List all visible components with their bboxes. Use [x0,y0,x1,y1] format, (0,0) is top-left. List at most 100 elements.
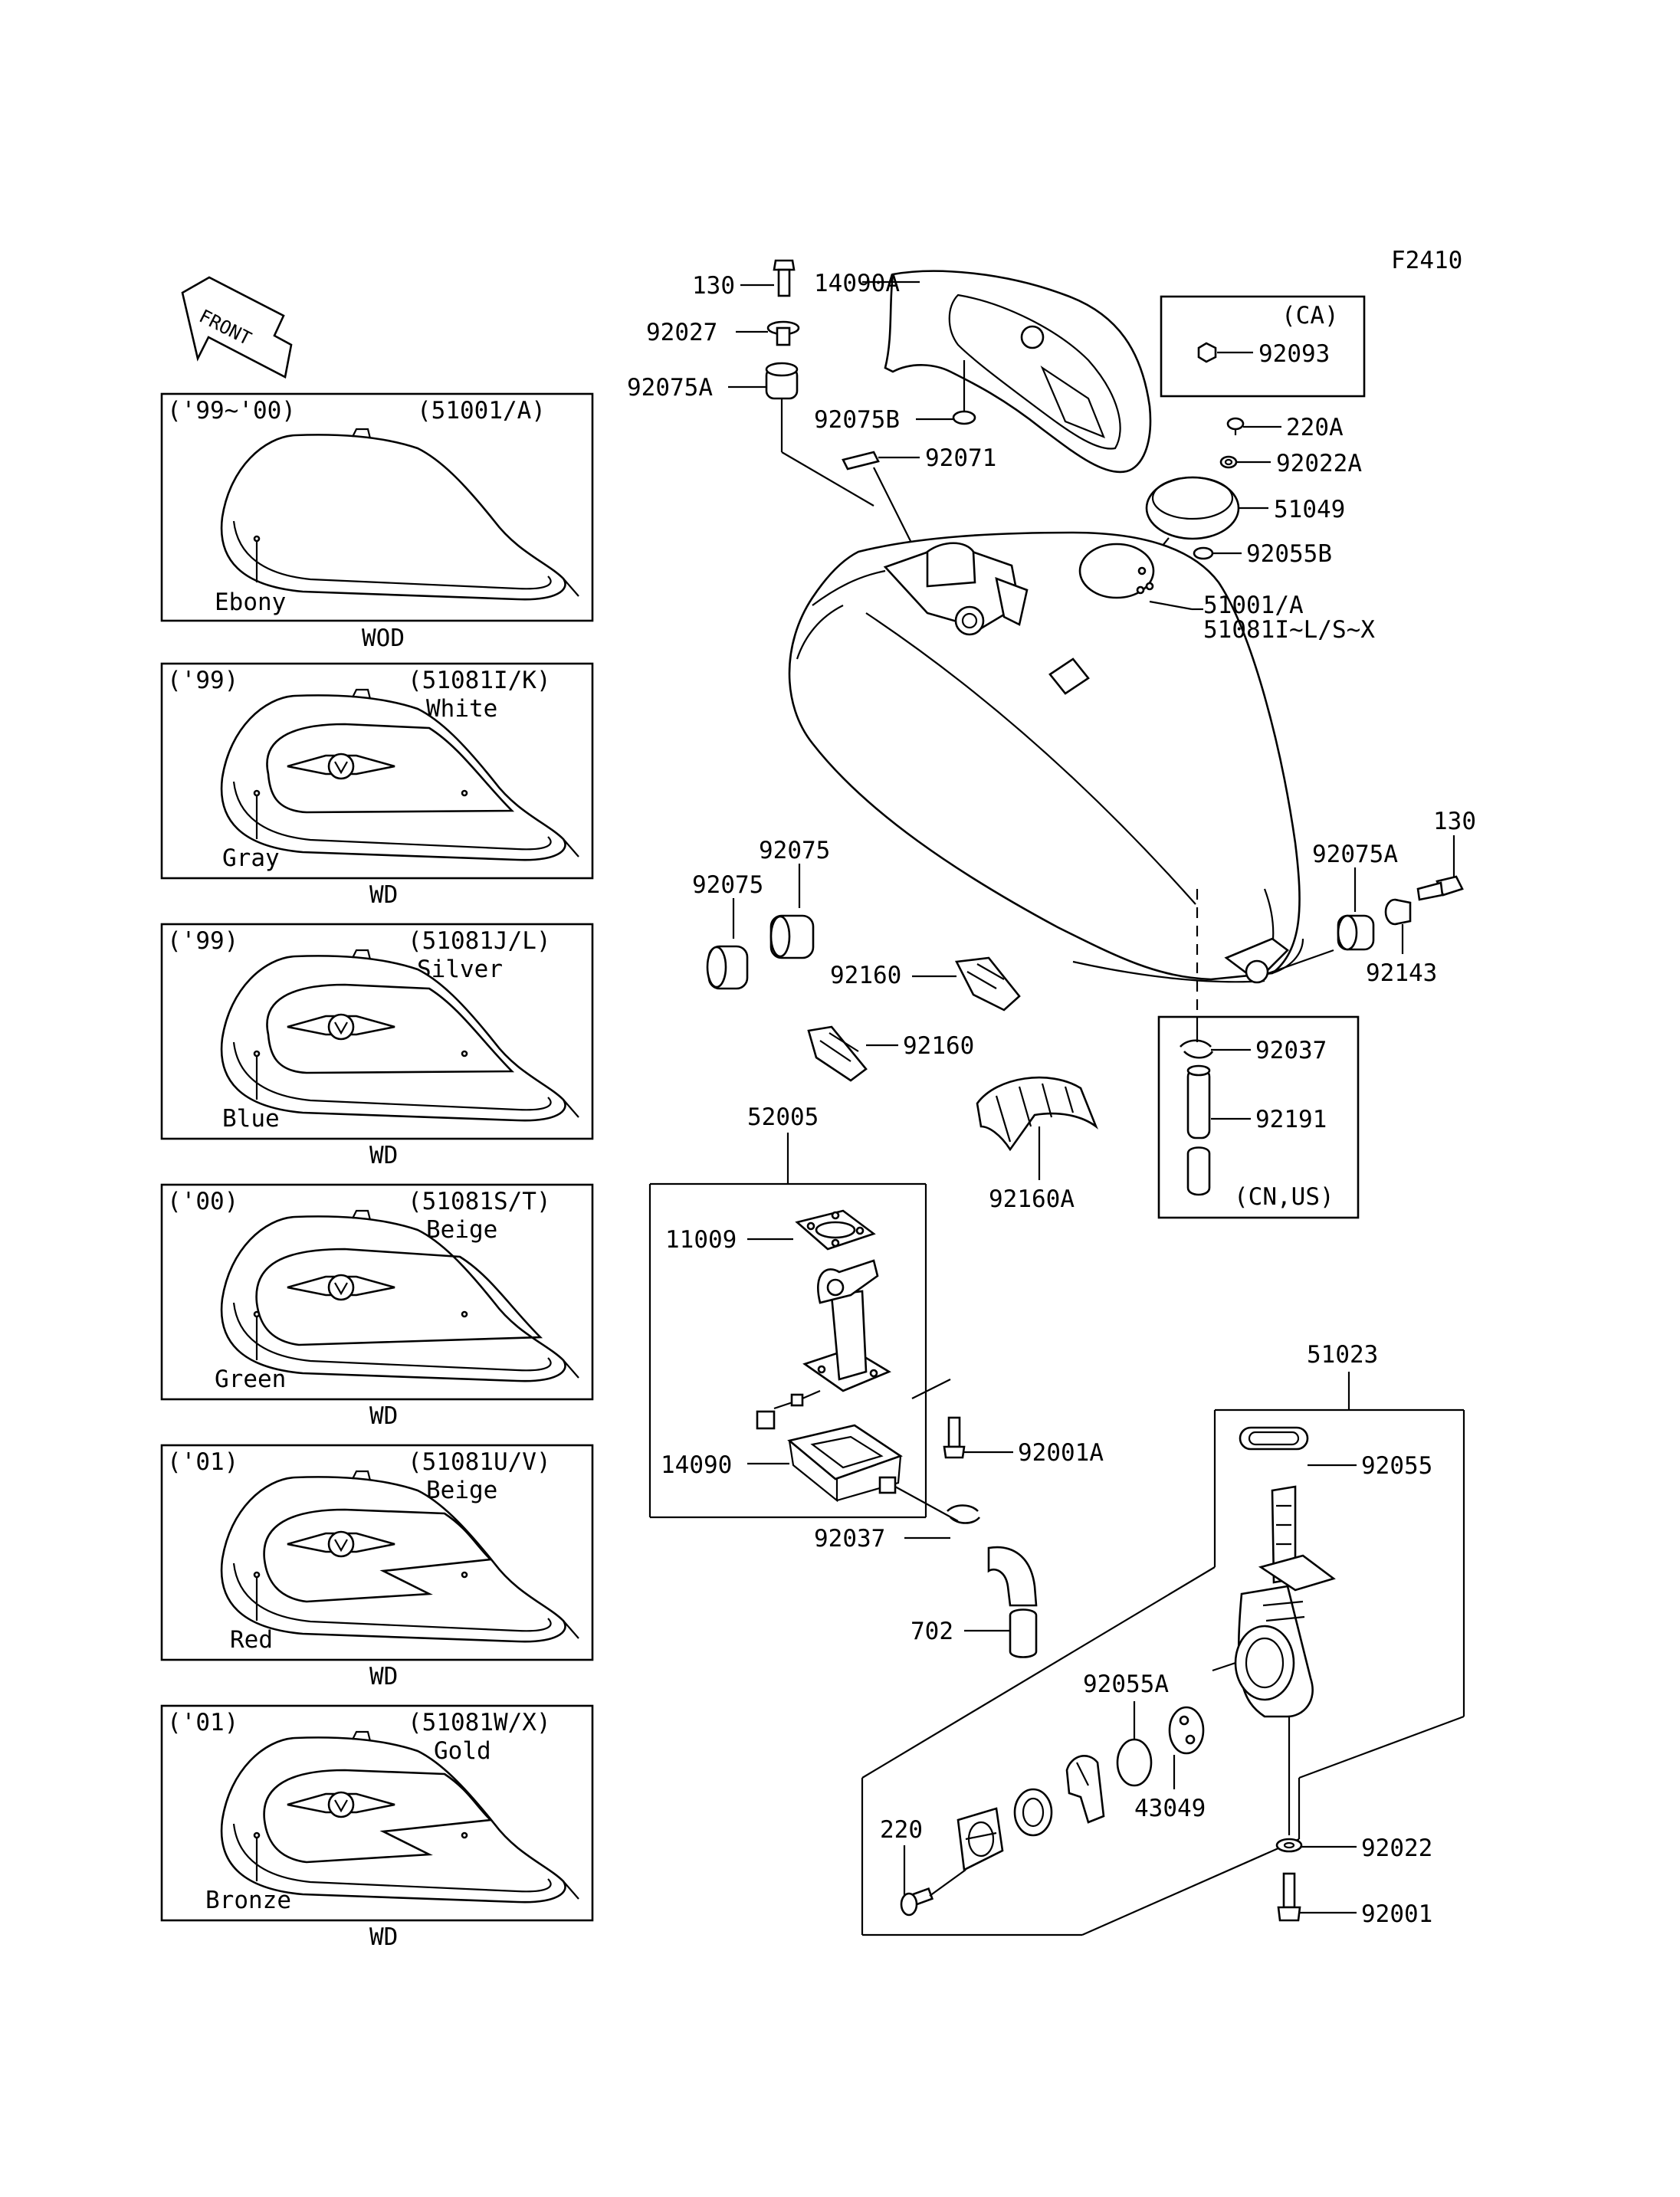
cn-us-box: 92037 92191 (CN,US) [1157,1015,1360,1219]
callout-130-top: 130 [692,272,735,300]
variant-finish: Green [215,1366,286,1393]
variant-part: (51081I/K) [408,667,551,694]
bolt-130-right: 130 [1416,808,1476,901]
ca-box: (CA) 92093 [1160,295,1366,398]
bolt-130-top: 130 [692,259,796,300]
callout-92001A: 92001A [1018,1439,1104,1467]
callout-92160A: 92160A [989,1185,1075,1213]
clamp-92037-right [1180,1039,1214,1059]
callout-220: 220 [880,1816,923,1844]
callout-51023: 51023 [1307,1341,1378,1369]
washer-92022A: 92022A [1219,450,1362,477]
callout-92160-a: 92160 [830,962,901,989]
callout-11009: 11009 [665,1226,737,1254]
callout-51001A: 51001/A [1203,592,1304,619]
clamp-92037-low: 92037 [814,1504,981,1553]
tank-variant-panel-2: ('99) (51081I/K) White Gray WD [160,662,594,909]
variant-color: Gold [434,1737,491,1765]
variant-part: (51081U/V) [408,1448,551,1476]
bolt-92001: 92001 [1277,1872,1432,1928]
hose-92191 [1186,1064,1211,1196]
callout-14090A: 14090A [814,270,900,297]
grommet-92075B: 92075B [814,360,976,434]
variant-finish: Red [230,1626,273,1654]
callout-702: 702 [911,1618,953,1645]
oring-92055B: 92055B [1193,540,1332,568]
assembly-52005: 52005 11009 14090 [648,1103,959,1522]
variant-code: WD [369,1923,398,1951]
cushion-92160-a: 92160 [830,956,1021,1012]
damper-92075-a: 92075 [692,871,763,990]
variant-years: ('01) [167,1448,238,1476]
variant-years: ('99~'00) [167,397,296,425]
variant-color: White [426,695,497,723]
bolt-92001A: 92001A [911,1379,1104,1467]
variant-part: (51001/A) [417,397,546,425]
callout-92022: 92022 [1361,1835,1432,1862]
callout-92037-low: 92037 [814,1525,885,1553]
screw-220A: 220A [1226,414,1344,441]
callout-43049: 43049 [1134,1795,1206,1822]
callout-92037-right: 92037 [1255,1037,1327,1064]
callout-92191: 92191 [1255,1106,1327,1133]
tank-variant-panel-1: ('99~'00) (51001/A) Ebony WOD [160,392,594,652]
ca-part: 92093 [1258,340,1330,368]
collar-92143: 92143 [1366,898,1437,987]
callout-51049: 51049 [1274,496,1345,523]
callout-92001: 92001 [1361,1900,1432,1928]
damper-92075A-top: 92075A [627,362,874,507]
variant-years: ('01) [167,1709,238,1736]
variant-part: (51081W/X) [408,1709,551,1736]
variant-finish: Gray [222,844,280,872]
collar-92027: 92027 [646,319,800,346]
callout-92143: 92143 [1366,959,1437,987]
variant-part: (51081S/T) [408,1188,551,1215]
callout-51081: 51081I~L/S~X [1203,616,1375,644]
variant-code: WD [369,881,398,909]
front-arrow-icon: FRONT [181,276,293,379]
hose-702: 702 [911,1546,1038,1658]
variant-color: Beige [426,1216,497,1244]
damper-92075A-right: 92075A [1312,841,1398,951]
variant-code: WD [369,1402,398,1430]
variant-part: (51081J/L) [408,927,551,955]
variant-finish: Ebony [215,589,286,616]
variant-finish: Bronze [205,1887,291,1914]
callout-92055A: 92055A [1083,1671,1169,1698]
callout-92075-a: 92075 [692,871,763,899]
variant-years: ('00) [167,1188,238,1215]
cap-51049: 51049 [1141,476,1345,572]
callout-92055: 92055 [1361,1452,1432,1480]
callout-92022A: 92022A [1276,450,1362,477]
callout-92075A-right: 92075A [1312,841,1398,868]
figure-code: F2410 [1391,247,1462,274]
assembly-51023: 51023 92055 43049 92055A [861,1341,1465,1936]
callout-92075B: 92075B [814,406,900,434]
cushion-92160-b: 92160 [807,1025,974,1082]
callout-92027: 92027 [646,319,717,346]
cn-us-note: (CN,US) [1234,1183,1334,1211]
tank-variant-panel-4: ('00) (51081S/T) Beige Green WD [160,1183,594,1430]
callout-92075-b: 92075 [759,837,830,864]
cover-14090A: 14090A [814,270,1152,474]
callout-92075A-top: 92075A [627,374,713,402]
variant-finish: Blue [222,1105,280,1133]
callout-92055B: 92055B [1246,540,1332,568]
variant-code: WOD [362,625,405,652]
fuel-tank-main: 51001/A 51081I~L/S~X [788,531,1375,1019]
tank-variant-panel-6: ('01) (51081W/X) Gold Bronze WD [160,1704,594,1951]
callout-130-right: 130 [1433,808,1476,835]
variant-years: ('99) [167,927,238,955]
tank-variant-panel-3: ('99) (51081J/L) Silver Blue WD [160,923,594,1169]
variant-code: WD [369,1663,398,1690]
callout-92071: 92071 [925,444,996,472]
washer-92022: 92022 [1275,1835,1432,1862]
cushion-92160A: 92160A [976,1076,1098,1213]
variant-color: Beige [426,1477,497,1504]
callout-92160-b: 92160 [903,1032,974,1060]
ca-title: (CA) [1281,302,1339,330]
variant-code: WD [369,1142,398,1169]
callout-14090: 14090 [661,1451,732,1479]
variant-years: ('99) [167,667,238,694]
